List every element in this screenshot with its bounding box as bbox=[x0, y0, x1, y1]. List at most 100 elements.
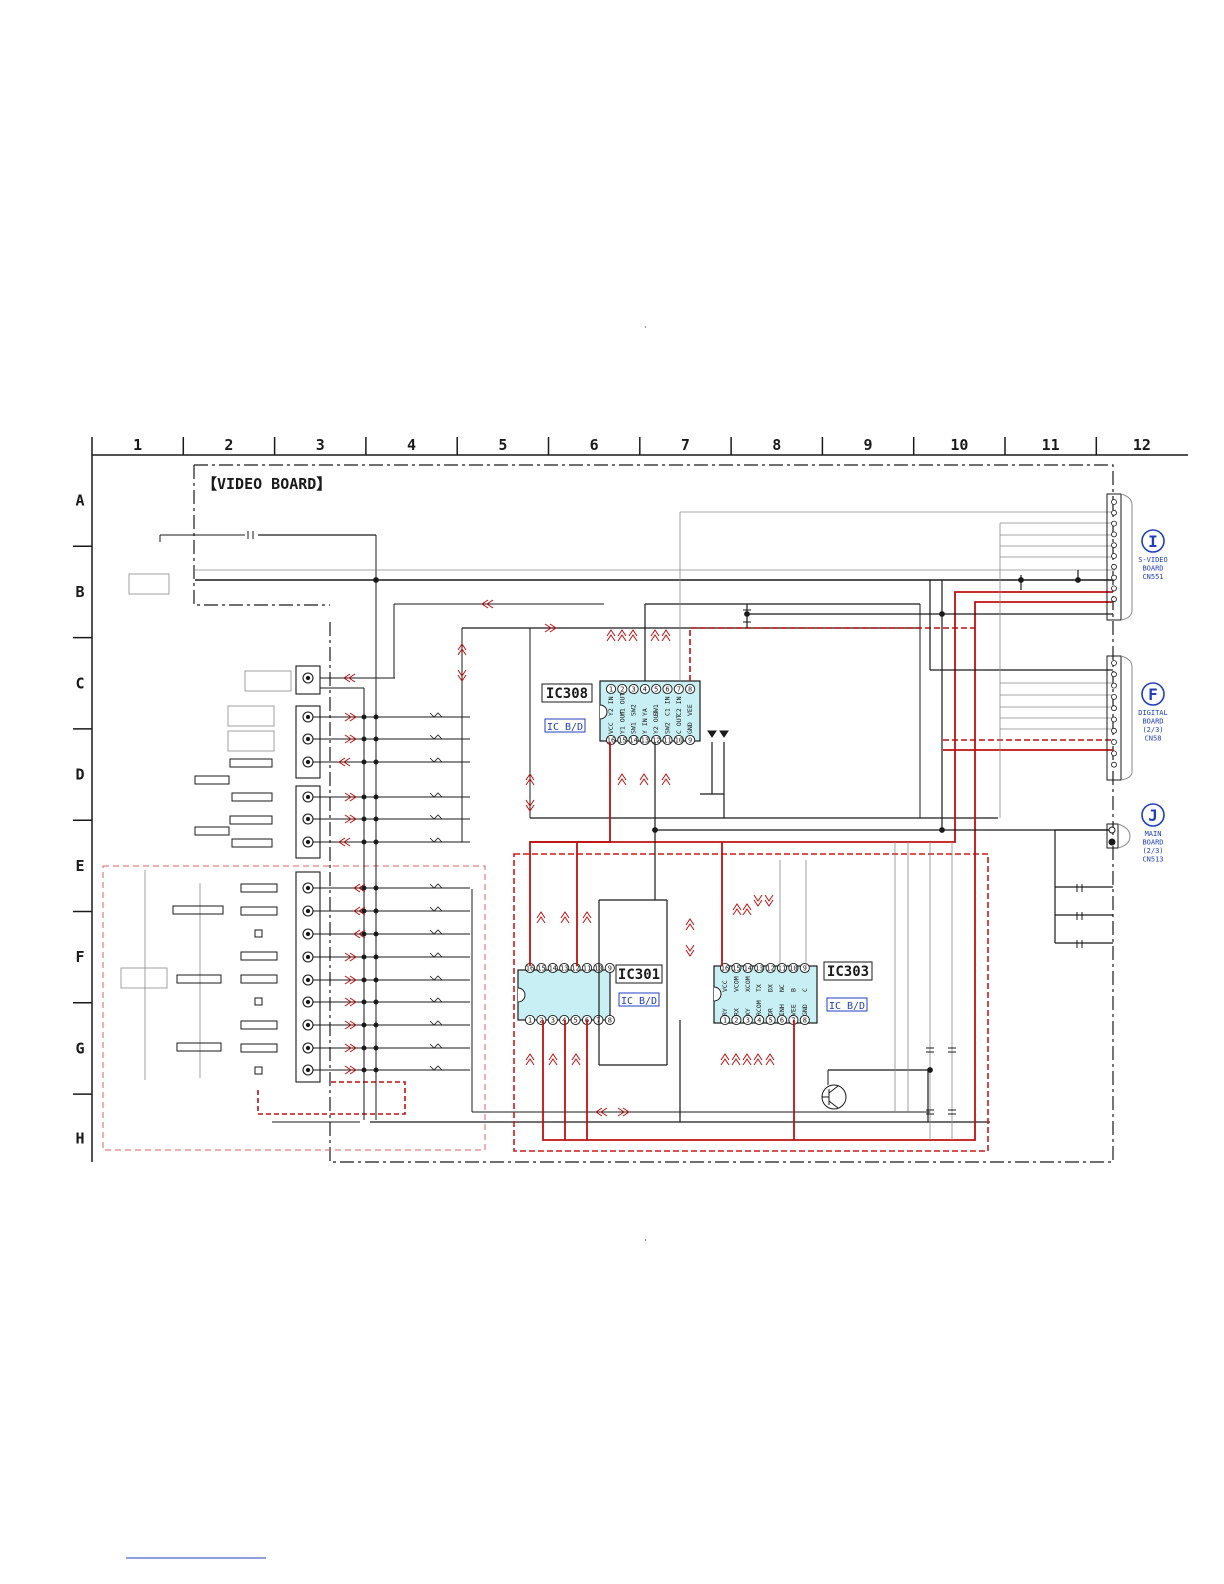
resistor-symbol bbox=[429, 1043, 443, 1049]
ic-pin-label: VEE bbox=[789, 1004, 797, 1016]
row-label: E bbox=[75, 857, 84, 875]
ic-pin-label: RY bbox=[721, 1008, 729, 1016]
ic-pin bbox=[639, 734, 650, 746]
ic-pin-label: C2 IN bbox=[675, 696, 683, 716]
ic-pin-number: 15 bbox=[537, 965, 545, 973]
signal-arrow bbox=[617, 773, 627, 786]
jack-terminal bbox=[302, 672, 314, 684]
signal-arrow bbox=[731, 1053, 741, 1066]
column-label: 3 bbox=[316, 436, 325, 454]
ic-pin bbox=[685, 734, 696, 746]
ic-pin-label: Y IN bbox=[641, 718, 649, 734]
ic-pin bbox=[742, 962, 753, 974]
internal-wiring bbox=[598, 570, 1113, 1122]
signal-arrow bbox=[764, 894, 774, 907]
ic-pin-number: 3 bbox=[631, 686, 635, 694]
junction-dot bbox=[927, 1067, 933, 1073]
ic-pin bbox=[765, 962, 776, 974]
signal-arrow bbox=[344, 814, 357, 824]
ic-pin bbox=[662, 683, 673, 695]
ic-pin-number: 2 bbox=[620, 686, 624, 694]
ic-pin bbox=[765, 1014, 776, 1026]
signal-flow-arrows bbox=[338, 599, 775, 1117]
ic-pin-number: 10 bbox=[789, 965, 797, 973]
jack-center bbox=[305, 931, 311, 937]
ic-pin-label: INH bbox=[778, 1004, 786, 1016]
column-label: 4 bbox=[407, 436, 416, 454]
jack-center bbox=[305, 999, 311, 1005]
junction-dot bbox=[744, 611, 750, 617]
connector-pin bbox=[1108, 826, 1116, 834]
ic-pin-label: Y2 IN bbox=[607, 696, 615, 716]
connector-letter: F bbox=[1148, 685, 1158, 704]
signal-arrow bbox=[560, 911, 570, 924]
junction-dot bbox=[361, 977, 367, 983]
junction-dot bbox=[361, 839, 367, 845]
junction-dot bbox=[361, 816, 367, 822]
jack-center bbox=[305, 675, 311, 681]
passive-marks bbox=[652, 577, 1083, 1115]
junction-dot bbox=[361, 1067, 367, 1073]
connector-pin bbox=[1111, 694, 1117, 700]
connector-text: BOARD bbox=[1142, 565, 1163, 573]
junction-dot bbox=[361, 1022, 367, 1028]
ic-pin-number: 8 bbox=[803, 1017, 807, 1025]
junction-dot bbox=[939, 827, 945, 833]
ic-pin bbox=[536, 962, 547, 974]
jack-center bbox=[305, 714, 311, 720]
signal-arrow bbox=[628, 629, 638, 642]
ic-pin-number: 13 bbox=[755, 965, 763, 973]
resistor-symbol bbox=[429, 712, 443, 718]
ic-pin-number: 9 bbox=[803, 965, 807, 973]
junction-dot bbox=[361, 885, 367, 891]
connector-pin bbox=[1111, 499, 1117, 505]
connector-pin bbox=[1111, 671, 1117, 678]
junction-dot bbox=[373, 931, 379, 937]
jack-center bbox=[305, 1022, 311, 1028]
column-label: 12 bbox=[1133, 436, 1151, 454]
ic-pin-number: 2 bbox=[734, 1017, 738, 1025]
ic-pin-label: C OUT bbox=[675, 714, 683, 734]
connector-pin bbox=[1111, 682, 1117, 689]
ic301-note: IC B/D bbox=[621, 996, 657, 1007]
junction-dot bbox=[373, 1045, 379, 1051]
ic-pin-label: Y1 OUT bbox=[618, 710, 626, 734]
jack-center bbox=[305, 885, 311, 891]
connector-text: CN58 bbox=[1145, 735, 1162, 743]
connector-pin bbox=[1111, 716, 1117, 723]
connector-letter: I bbox=[1148, 532, 1158, 551]
connector-pin bbox=[1111, 509, 1117, 516]
connector-pin bbox=[1111, 660, 1117, 666]
board-outline bbox=[193, 464, 1114, 1163]
resistor-symbol bbox=[429, 757, 443, 763]
ic-pin bbox=[799, 962, 810, 974]
signal-arrow bbox=[548, 1053, 558, 1066]
ic-pin-label: SW2 bbox=[664, 722, 672, 734]
connector-pin bbox=[1111, 531, 1117, 538]
resistor-symbol bbox=[429, 883, 443, 889]
junction-dot bbox=[373, 839, 379, 845]
ic-pin-number: 6 bbox=[780, 1017, 784, 1025]
ic303-note: IC B/D bbox=[829, 1001, 865, 1012]
signal-arrow bbox=[353, 929, 366, 939]
jack-center bbox=[305, 839, 311, 845]
resistor-symbol bbox=[429, 814, 443, 820]
ic301-ref: IC301 bbox=[618, 967, 660, 983]
signal-arrow bbox=[617, 1107, 630, 1117]
signal-arrow bbox=[344, 1020, 357, 1030]
connector-text: S-VIDEO bbox=[1138, 556, 1168, 564]
junction-dot bbox=[373, 885, 379, 891]
junction-dot bbox=[373, 977, 379, 983]
ic-pin-label: YA bbox=[641, 708, 649, 716]
junction-dot bbox=[373, 954, 379, 960]
ic-pin bbox=[788, 962, 799, 974]
signal-arrow bbox=[525, 1053, 535, 1066]
ic-pin-number: 11 bbox=[583, 965, 591, 973]
ic-pin bbox=[776, 1014, 788, 1026]
ic-pin-label: TX bbox=[755, 984, 763, 992]
ic-pin-number: 3 bbox=[746, 1017, 750, 1025]
ic-pin-number: 15 bbox=[618, 737, 626, 745]
